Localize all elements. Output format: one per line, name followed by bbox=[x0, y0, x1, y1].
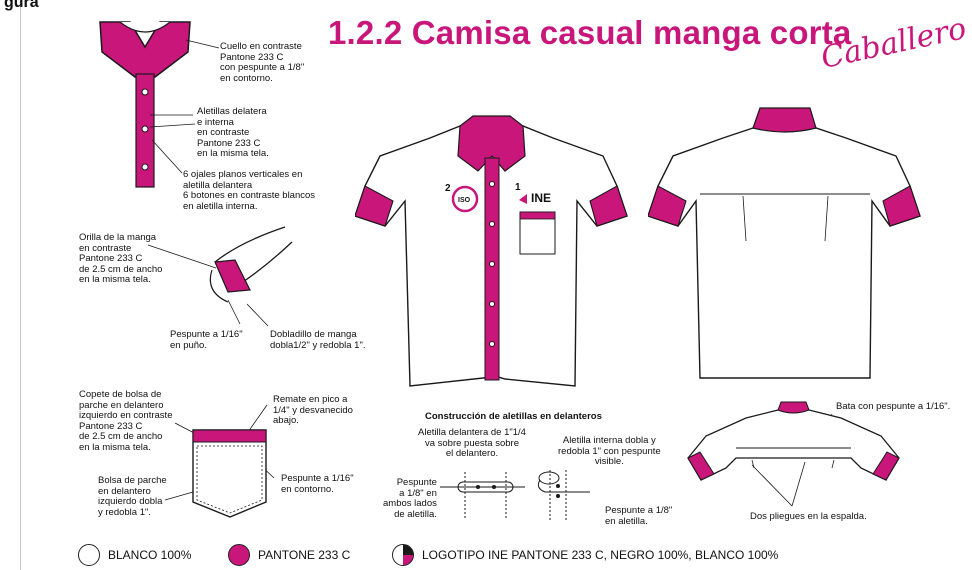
collar-detail-drawing bbox=[99, 21, 191, 188]
annotation-pocket-stitch: Pespunte a 1/16" en contorno. bbox=[281, 473, 354, 495]
construction-title: Construcción de aletillas en delanteros bbox=[425, 411, 602, 422]
annotation-buttons: 6 ojales planos verticales en aletilla d… bbox=[183, 169, 316, 212]
annotation-cuff-stitch: Pespunte a 1/16" en puño. bbox=[170, 329, 243, 351]
corner-text: gura bbox=[4, 0, 39, 11]
pocket-drawing bbox=[192, 429, 267, 518]
annotation-yoke: Bata con pespunte a 1/16". bbox=[836, 401, 951, 412]
page-margin-line bbox=[20, 0, 21, 570]
swatch-white bbox=[78, 544, 100, 566]
iso-mark: ISO bbox=[458, 197, 471, 204]
legend-item-pantone: PANTONE 233 C bbox=[228, 544, 350, 566]
annotation-placket: Aletillas delatera e interna en contrast… bbox=[197, 106, 269, 159]
legend-label-pantone: PANTONE 233 C bbox=[258, 548, 351, 562]
annotation-hem: Dobladillo de manga dobla1/2" y redobla … bbox=[270, 329, 366, 351]
annotation-pocket-finish: Remate en pico a 1/4" y desvanecido abaj… bbox=[273, 394, 353, 426]
annotation-front-placket: Aletilla delantera de 1"1/4 va sobre pue… bbox=[418, 427, 526, 459]
annotation-stitch-both: Pespunte a 1/8" en ambos lados de aletil… bbox=[383, 477, 437, 520]
legend-label-white: BLANCO 100% bbox=[108, 548, 192, 562]
swatch-logo bbox=[392, 544, 414, 566]
annotation-pocket-flap: Copete de bolsa de parche en delantero i… bbox=[79, 389, 173, 453]
annotation-sleeve-edge: Orilla de la manga en contraste Pantone … bbox=[79, 232, 163, 285]
front-shirt-drawing: ISO 2 1 INE bbox=[355, 115, 628, 387]
annotation-collar: Cuello en contraste Pantone 233 C con pe… bbox=[220, 41, 305, 84]
ine-logo: INE bbox=[531, 191, 551, 205]
swatch-pantone bbox=[228, 544, 250, 566]
back-shirt-drawing bbox=[648, 107, 921, 379]
legend-item-white: BLANCO 100% bbox=[78, 544, 191, 566]
annotation-stitch-inner: Pespunte a 1/8" en aletilla. bbox=[605, 505, 673, 527]
page-title: 1.2.2 Camisa casual manga corta bbox=[328, 14, 852, 51]
sleeve-cuff-drawing bbox=[209, 226, 293, 303]
back-yoke-drawing bbox=[687, 401, 900, 481]
annotation-pocket-patch: Bolsa de parche en delantero izquierdo d… bbox=[98, 475, 167, 518]
annotation-inner-placket: Aletilla interna dobla y redobla 1" con … bbox=[558, 435, 661, 467]
legend-item-logo: LOGOTIPO INE PANTONE 233 C, NEGRO 100%, … bbox=[392, 544, 778, 566]
annotation-pleats: Dos pliegues en la espalda. bbox=[750, 511, 867, 522]
front-number-2: 2 bbox=[445, 183, 451, 194]
legend-label-logo: LOGOTIPO INE PANTONE 233 C, NEGRO 100%, … bbox=[422, 548, 779, 562]
placket-construction-diagram bbox=[440, 470, 590, 520]
front-number-1: 1 bbox=[515, 182, 521, 193]
